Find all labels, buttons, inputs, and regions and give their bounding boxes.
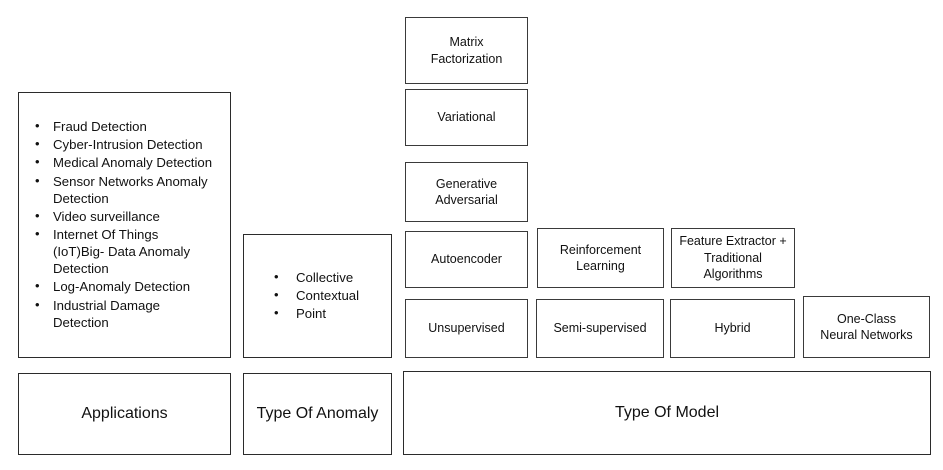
- anomaly-label: Collective: [296, 269, 354, 285]
- application-label: Industrial Damage Detection: [53, 297, 161, 330]
- applications-items: • Fraud Detection • Cyber-Intrusion Dete…: [35, 118, 222, 332]
- bullet-icon: •: [35, 278, 40, 294]
- list-item: • Collective: [274, 269, 383, 286]
- application-label: Fraud Detection: [53, 119, 147, 135]
- application-label: Medical Anomaly Detection: [53, 155, 213, 171]
- application-label: Cyber-Intrusion Detection: [53, 137, 203, 153]
- bullet-icon: •: [35, 154, 40, 170]
- bullet-icon: •: [35, 207, 40, 223]
- bullet-icon: •: [35, 118, 40, 134]
- list-item: • Log-Anomaly Detection: [35, 278, 222, 295]
- bullet-icon: •: [35, 136, 40, 152]
- list-item: • Internet Of Things (IoT)Big- Data Anom…: [35, 226, 222, 277]
- model-card-label: Autoencoder: [431, 252, 502, 267]
- bullet-icon: •: [35, 296, 40, 312]
- bullet-icon: •: [35, 172, 40, 188]
- list-item: • Point: [274, 305, 383, 322]
- model-card-generative-adversarial: Generative Adversarial: [405, 162, 528, 222]
- list-item: • Cyber-Intrusion Detection: [35, 136, 222, 153]
- model-card-label: Reinforcement Learning: [559, 242, 642, 274]
- header-type-of-model: Type Of Model: [403, 371, 931, 455]
- anomaly-label: Contextual: [296, 287, 360, 303]
- list-item: • Contextual: [274, 287, 383, 304]
- model-card-label: Generative Adversarial: [435, 176, 498, 208]
- application-label: Video surveillance: [53, 208, 160, 224]
- header-label: Applications: [81, 405, 168, 423]
- bullet-icon: •: [274, 305, 279, 321]
- header-label: Type Of Anomaly: [256, 405, 379, 423]
- model-card-matrix-factorization: Matrix Factorization: [405, 17, 528, 84]
- anomaly-items: • Collective • Contextual • Point: [274, 269, 383, 323]
- model-card-one-class-neural-networks: One-Class Neural Networks: [803, 296, 930, 358]
- model-card-label: Hybrid: [714, 321, 751, 336]
- bullet-icon: •: [35, 226, 40, 241]
- model-card-hybrid: Hybrid: [670, 299, 795, 358]
- bullet-icon: •: [274, 286, 279, 302]
- model-card-unsupervised: Unsupervised: [405, 299, 528, 358]
- model-card-label: Feature Extractor + Traditional Algorith…: [679, 234, 787, 282]
- model-card-label: Variational: [437, 110, 496, 125]
- list-item: • Medical Anomaly Detection: [35, 154, 222, 171]
- applications-list-box: • Fraud Detection • Cyber-Intrusion Dete…: [18, 92, 231, 358]
- header-applications: Applications: [18, 373, 231, 455]
- application-label: Log-Anomaly Detection: [53, 279, 191, 295]
- header-type-of-anomaly: Type Of Anomaly: [243, 373, 392, 455]
- model-card-label: Matrix Factorization: [430, 35, 503, 66]
- list-item: • Industrial Damage Detection: [35, 297, 222, 331]
- application-label: Sensor Networks Anomaly Detection: [53, 173, 208, 206]
- type-of-anomaly-list-box: • Collective • Contextual • Point: [243, 234, 392, 358]
- model-card-semi-supervised: Semi-supervised: [536, 299, 664, 358]
- model-card-autoencoder: Autoencoder: [405, 231, 528, 288]
- model-card-label: One-Class Neural Networks: [820, 311, 913, 343]
- list-item: • Sensor Networks Anomaly Detection: [35, 173, 222, 207]
- bullet-icon: •: [274, 268, 279, 284]
- model-card-feature-extractor-traditional-algorithms: Feature Extractor + Traditional Algorith…: [671, 228, 795, 288]
- list-item: • Fraud Detection: [35, 118, 222, 135]
- application-label: Internet Of Things (IoT)Big- Data Anomal…: [53, 227, 191, 277]
- header-label: Type Of Model: [614, 404, 720, 422]
- list-item: • Video surveillance: [35, 208, 222, 225]
- model-card-reinforcement-learning: Reinforcement Learning: [537, 228, 664, 288]
- model-card-variational: Variational: [405, 89, 528, 146]
- anomaly-label: Point: [296, 306, 327, 322]
- model-card-label: Unsupervised: [428, 321, 505, 336]
- model-card-label: Semi-supervised: [553, 321, 647, 336]
